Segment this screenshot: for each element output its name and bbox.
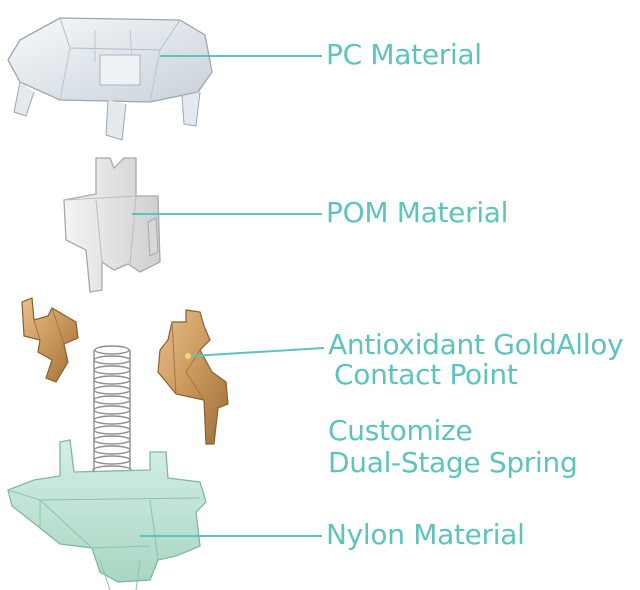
label-contact-line2: Contact Point [334, 358, 518, 391]
right-contact-leaf [157, 309, 229, 445]
label-pom-material: POM Material [326, 196, 509, 229]
leader-lines [132, 55, 325, 537]
label-contact-line1: Antioxidant GoldAlloy [328, 328, 624, 361]
label-spring-line2: Dual-Stage Spring [328, 446, 578, 479]
top-housing-pc [7, 17, 213, 141]
stem-pom [63, 157, 161, 293]
left-contact-leaf [21, 297, 79, 383]
label-nylon-material: Nylon Material [326, 518, 525, 551]
label-pc-material: PC Material [326, 38, 482, 71]
bottom-housing-nylon [7, 439, 207, 590]
leader-contact [191, 347, 325, 357]
label-spring-line1: Customize [328, 414, 473, 447]
